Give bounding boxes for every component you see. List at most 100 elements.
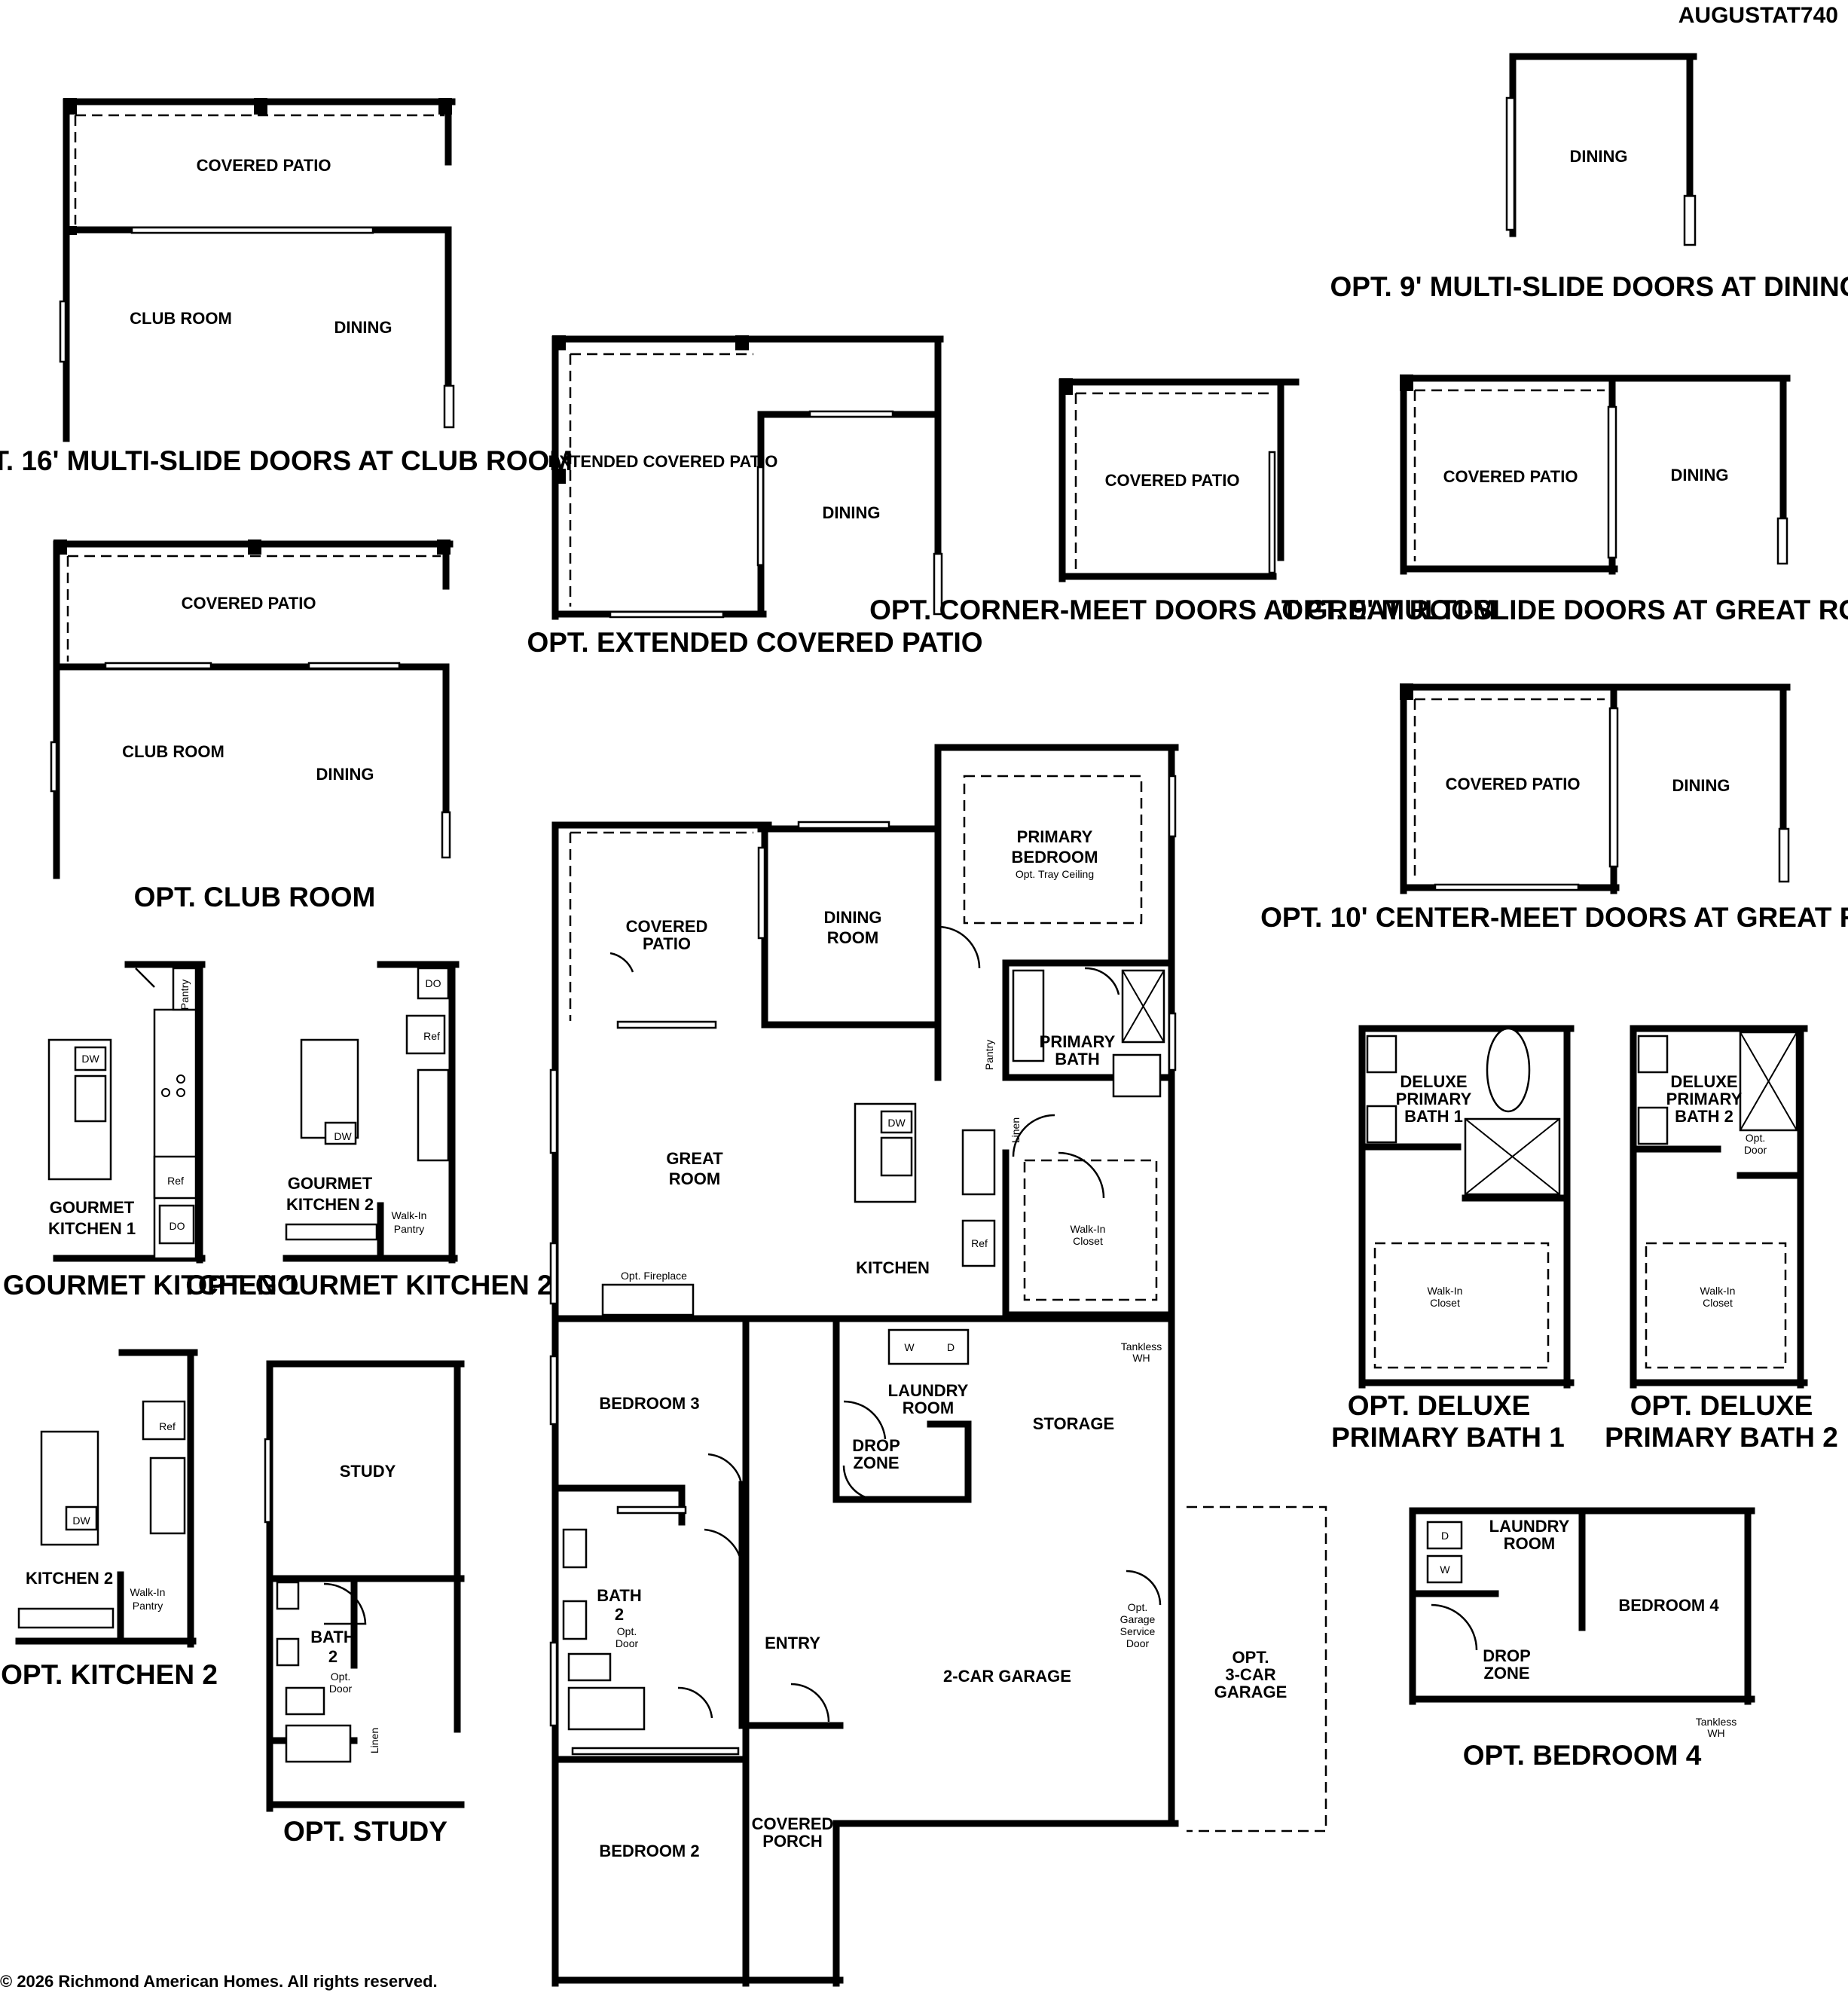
laundry-room-label-2: ROOM	[903, 1398, 954, 1417]
ref-label: Ref	[971, 1237, 988, 1249]
bedroom-3-label: BEDROOM 3	[599, 1394, 699, 1413]
primary-bedroom-label-2: BEDROOM	[1012, 848, 1098, 867]
option-caption: OPT. 16' MULTI-SLIDE DOORS AT CLUB ROOM	[0, 445, 573, 476]
extended-covered-patio-label: EXTENDED COVERED PATIO	[548, 452, 778, 471]
pantry-label: Pantry	[179, 980, 191, 1010]
tankless-wh-label: Tankless	[1121, 1340, 1162, 1353]
primary-bedroom-label-1: PRIMARY	[1017, 827, 1093, 846]
dishwasher-label: DW	[887, 1117, 906, 1129]
option-caption: OPT. GOURMET KITCHEN 2	[185, 1270, 552, 1301]
drop-zone-label-2: ZONE	[853, 1453, 899, 1472]
bedroom-2-label: BEDROOM 2	[599, 1842, 699, 1860]
option-caption: OPT. 9' MULTI-SLIDE DOORS AT GREAT ROOM	[1281, 595, 1848, 625]
walk-in-pantry-label: Walk-In	[130, 1586, 166, 1598]
deluxe-bath-label-3: BATH 2	[1675, 1107, 1733, 1126]
option-caption: OPT. KITCHEN 2	[1, 1659, 218, 1690]
copyright-notice: © 2026 Richmond American Homes. All righ…	[0, 1972, 438, 1991]
dryer-label: D	[1441, 1530, 1449, 1542]
dining-label: DINING	[1672, 776, 1730, 795]
great-room-label-1: GREAT	[666, 1149, 723, 1168]
opt-fireplace-label: Opt. Fireplace	[621, 1270, 687, 1282]
double-oven-label: DO	[426, 977, 441, 989]
linen-label: Linen	[1010, 1117, 1022, 1143]
primary-bath-label-2: BATH	[1055, 1050, 1099, 1068]
walk-in-closet-label-2: Closet	[1073, 1235, 1103, 1247]
kitchen-label-line2: KITCHEN 1	[48, 1219, 136, 1238]
tankless-wh-label-2: WH	[1132, 1352, 1150, 1364]
walk-in-pantry-label: Walk-In	[392, 1209, 427, 1221]
bedroom-4-label: BEDROOM 4	[1618, 1596, 1719, 1615]
kitchen-label-line2: KITCHEN 2	[286, 1195, 374, 1214]
opt-door-label-2: Door	[1744, 1144, 1767, 1156]
drop-zone-label-1: DROP	[1483, 1646, 1531, 1665]
option-center-meet-doors: COVERED PATIO DINING OPT. 10' CENTER-MEE…	[1260, 683, 1848, 933]
laundry-room-label-2: ROOM	[1504, 1534, 1555, 1553]
club-room-label: CLUB ROOM	[130, 309, 232, 328]
deluxe-bath-label-2: PRIMARY	[1666, 1090, 1743, 1108]
three-car-garage-label-1: OPT.	[1233, 1648, 1269, 1667]
bath-2-label-2: 2	[615, 1605, 624, 1624]
primary-bath-label-1: PRIMARY	[1040, 1032, 1116, 1051]
option-multi-slide-club-room: COVERED PATIO CLUB ROOM DINING OPT. 16' …	[0, 98, 573, 476]
deluxe-bath-label-3: BATH 1	[1404, 1107, 1463, 1126]
ref-label: Ref	[159, 1420, 176, 1432]
dishwasher-label: DW	[81, 1053, 99, 1065]
option-club-room: COVERED PATIO CLUB ROOM DINING OPT. CLUB…	[50, 540, 454, 912]
option-caption: OPT. CORNER-MEET DOORS AT GREAT ROOM	[869, 595, 1496, 625]
opt-door-label: Opt.	[1746, 1132, 1765, 1144]
opt-door-label: Opt.	[617, 1625, 637, 1637]
covered-patio-label-2: PATIO	[643, 934, 691, 953]
covered-porch-label-2: PORCH	[762, 1832, 822, 1851]
walk-in-pantry-label-2: Pantry	[394, 1223, 424, 1235]
three-car-garage-label-2: 3-CAR	[1225, 1665, 1275, 1684]
option-gourmet-kitchen-2: DO Ref DW Walk-In Pantry GOURMET KITCHEN…	[185, 961, 553, 1301]
opt-door-label: Opt.	[331, 1671, 350, 1683]
option-caption-line1: OPT. DELUXE	[1630, 1390, 1813, 1421]
laundry-room-label-1: LAUNDRY	[1489, 1517, 1570, 1536]
option-deluxe-primary-bath-1: DELUXE PRIMARY BATH 1 Walk-In Closet OPT…	[1331, 1025, 1575, 1453]
covered-patio-label: COVERED PATIO	[1105, 471, 1240, 490]
walk-in-pantry-label-2: Pantry	[133, 1600, 163, 1612]
drop-zone-label-2: ZONE	[1483, 1664, 1529, 1683]
option-deluxe-primary-bath-2: DELUXE PRIMARY BATH 2 Opt. Door Walk-In …	[1605, 1025, 1838, 1453]
covered-patio-label: COVERED PATIO	[1446, 775, 1581, 793]
covered-patio-label: COVERED PATIO	[182, 594, 316, 613]
laundry-room-label-1: LAUNDRY	[888, 1381, 969, 1400]
dishwasher-label: DW	[334, 1130, 352, 1142]
bath-2-label-1: BATH	[597, 1586, 641, 1605]
option-caption-line2: PRIMARY BATH 2	[1605, 1422, 1838, 1453]
ref-label: Ref	[423, 1030, 440, 1042]
covered-patio-label: COVERED PATIO	[1443, 467, 1578, 486]
pantry-label: Pantry	[983, 1040, 995, 1070]
option-multi-slide-great-room: COVERED PATIO DINING OPT. 9' MULTI-SLIDE…	[1281, 374, 1848, 625]
option-caption: OPT. EXTENDED COVERED PATIO	[527, 627, 982, 658]
garage-service-door-label-1: Opt.	[1128, 1601, 1147, 1613]
dishwasher-label: DW	[72, 1515, 90, 1527]
ref-label: Ref	[167, 1175, 184, 1187]
club-room-label: CLUB ROOM	[122, 742, 225, 761]
option-caption-line1: OPT. DELUXE	[1348, 1390, 1531, 1421]
walk-in-closet-label: Walk-In	[1428, 1285, 1463, 1297]
dining-label: DINING	[1570, 147, 1628, 166]
covered-patio-label-1: COVERED	[626, 917, 708, 936]
walk-in-closet-label: Walk-In	[1071, 1223, 1106, 1235]
kitchen-label-line1: GOURMET	[288, 1174, 373, 1193]
bath-2-number: 2	[328, 1647, 338, 1666]
option-caption: OPT. CLUB ROOM	[134, 882, 376, 912]
option-caption-line2: PRIMARY BATH 1	[1331, 1422, 1565, 1453]
walk-in-closet-label-2: Closet	[1430, 1297, 1460, 1309]
dining-label: DINING	[316, 765, 374, 784]
opt-tray-ceiling-label: Opt. Tray Ceiling	[1016, 868, 1094, 880]
covered-porch-label-1: COVERED	[752, 1814, 834, 1833]
covered-patio-label: COVERED PATIO	[197, 156, 331, 175]
two-car-garage-label: 2-CAR GARAGE	[943, 1667, 1071, 1686]
deluxe-bath-label-1: DELUXE	[1670, 1072, 1737, 1091]
deluxe-bath-label-2: PRIMARY	[1396, 1090, 1472, 1108]
washer-label: W	[904, 1341, 915, 1353]
study-label: STUDY	[340, 1462, 396, 1481]
garage-service-door-label-3: Service	[1120, 1625, 1156, 1637]
kitchen-label: KITCHEN	[856, 1258, 930, 1277]
option-kitchen-2: Ref DW Walk-In Pantry KITCHEN 2 OPT. KIT…	[1, 1349, 218, 1690]
option-study: STUDY BATH 2 Opt. Door Linen OPT. STUDY	[264, 1360, 465, 1847]
